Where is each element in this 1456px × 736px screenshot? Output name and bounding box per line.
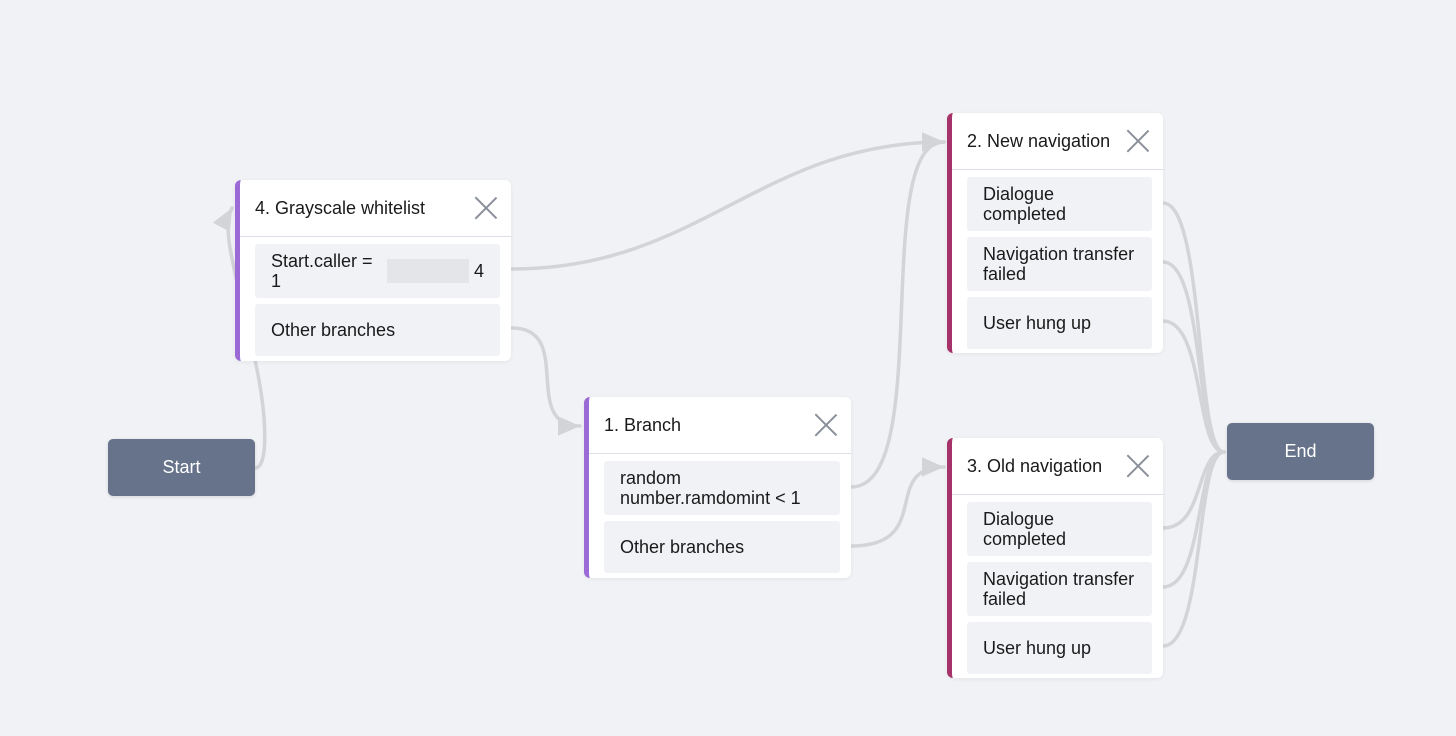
edge-grayscale-other-to-branch bbox=[510, 326, 582, 436]
start-label: Start bbox=[162, 457, 201, 477]
node-title: 1. Branch bbox=[604, 414, 682, 435]
outcome-user-hung-up[interactable]: User hung up bbox=[967, 297, 1152, 349]
redacted-value bbox=[387, 259, 469, 283]
outcome-navigation-transfer-failed[interactable]: Navigation transfer failed bbox=[967, 237, 1152, 291]
new-navigation-node[interactable]: 2. New navigation Dialogue completed Nav… bbox=[947, 113, 1163, 353]
node-body: Start.caller = 1 4 Other branches bbox=[240, 237, 511, 363]
node-title: 3. Old navigation bbox=[967, 455, 1103, 476]
close-icon[interactable] bbox=[1125, 453, 1151, 479]
branch-label: Dialogue completed bbox=[983, 184, 1067, 224]
branch-label: Navigation transfer failed bbox=[983, 569, 1135, 609]
node-body: Dialogue completed Navigation transfer f… bbox=[952, 170, 1163, 356]
start-node[interactable]: Start bbox=[108, 439, 255, 496]
grayscale-whitelist-node[interactable]: 4. Grayscale whitelist Start.caller = 1 … bbox=[235, 180, 511, 361]
node-header: 2. New navigation bbox=[952, 113, 1163, 170]
node-header: 4. Grayscale whitelist bbox=[240, 180, 511, 237]
old-navigation-node[interactable]: 3. Old navigation Dialogue completed Nav… bbox=[947, 438, 1163, 678]
branch-label: User hung up bbox=[983, 313, 1092, 333]
outcome-navigation-transfer-failed[interactable]: Navigation transfer failed bbox=[967, 562, 1152, 616]
branch-condition[interactable]: random number.ramdomint < 1 bbox=[604, 461, 840, 515]
branch-other[interactable]: Other branches bbox=[255, 304, 500, 356]
edge-old-hungup-to-end bbox=[1161, 450, 1226, 648]
node-title: 4. Grayscale whitelist bbox=[255, 197, 426, 218]
node-header: 3. Old navigation bbox=[952, 438, 1163, 495]
edge-old-transfer-to-end bbox=[1161, 450, 1226, 589]
branch-label: Other branches bbox=[620, 537, 745, 557]
branch-label: random number.ramdomint < 1 bbox=[620, 468, 801, 508]
outcome-user-hung-up[interactable]: User hung up bbox=[967, 622, 1152, 674]
close-icon[interactable] bbox=[473, 195, 499, 221]
condition-suffix: 4 bbox=[473, 261, 484, 281]
close-icon[interactable] bbox=[813, 412, 839, 438]
edge-grayscale-to-new-nav bbox=[510, 132, 946, 271]
branch-label: Other branches bbox=[271, 320, 396, 340]
node-title: 2. New navigation bbox=[967, 130, 1111, 151]
node-header: 1. Branch bbox=[589, 397, 851, 454]
branch-condition[interactable]: Start.caller = 1 4 bbox=[255, 244, 500, 298]
branch-label: Navigation transfer failed bbox=[983, 244, 1135, 284]
branch-label: Dialogue completed bbox=[983, 509, 1067, 549]
edge-branch-to-new-nav bbox=[849, 132, 946, 489]
edge-new-hungup-to-end bbox=[1161, 319, 1226, 454]
branch-other[interactable]: Other branches bbox=[604, 521, 840, 573]
branch-label: User hung up bbox=[983, 638, 1092, 658]
close-icon[interactable] bbox=[1125, 128, 1151, 154]
edge-branch-other-to-old-nav bbox=[849, 457, 946, 548]
end-node[interactable]: End bbox=[1227, 423, 1374, 480]
condition-prefix: Start.caller = 1 bbox=[271, 251, 373, 291]
end-label: End bbox=[1284, 441, 1317, 461]
outcome-dialogue-completed[interactable]: Dialogue completed bbox=[967, 502, 1152, 556]
node-body: Dialogue completed Navigation transfer f… bbox=[952, 495, 1163, 681]
node-body: random number.ramdomint < 1 Other branch… bbox=[589, 454, 851, 580]
branch-node[interactable]: 1. Branch random number.ramdomint < 1 Ot… bbox=[584, 397, 851, 578]
outcome-dialogue-completed[interactable]: Dialogue completed bbox=[967, 177, 1152, 231]
